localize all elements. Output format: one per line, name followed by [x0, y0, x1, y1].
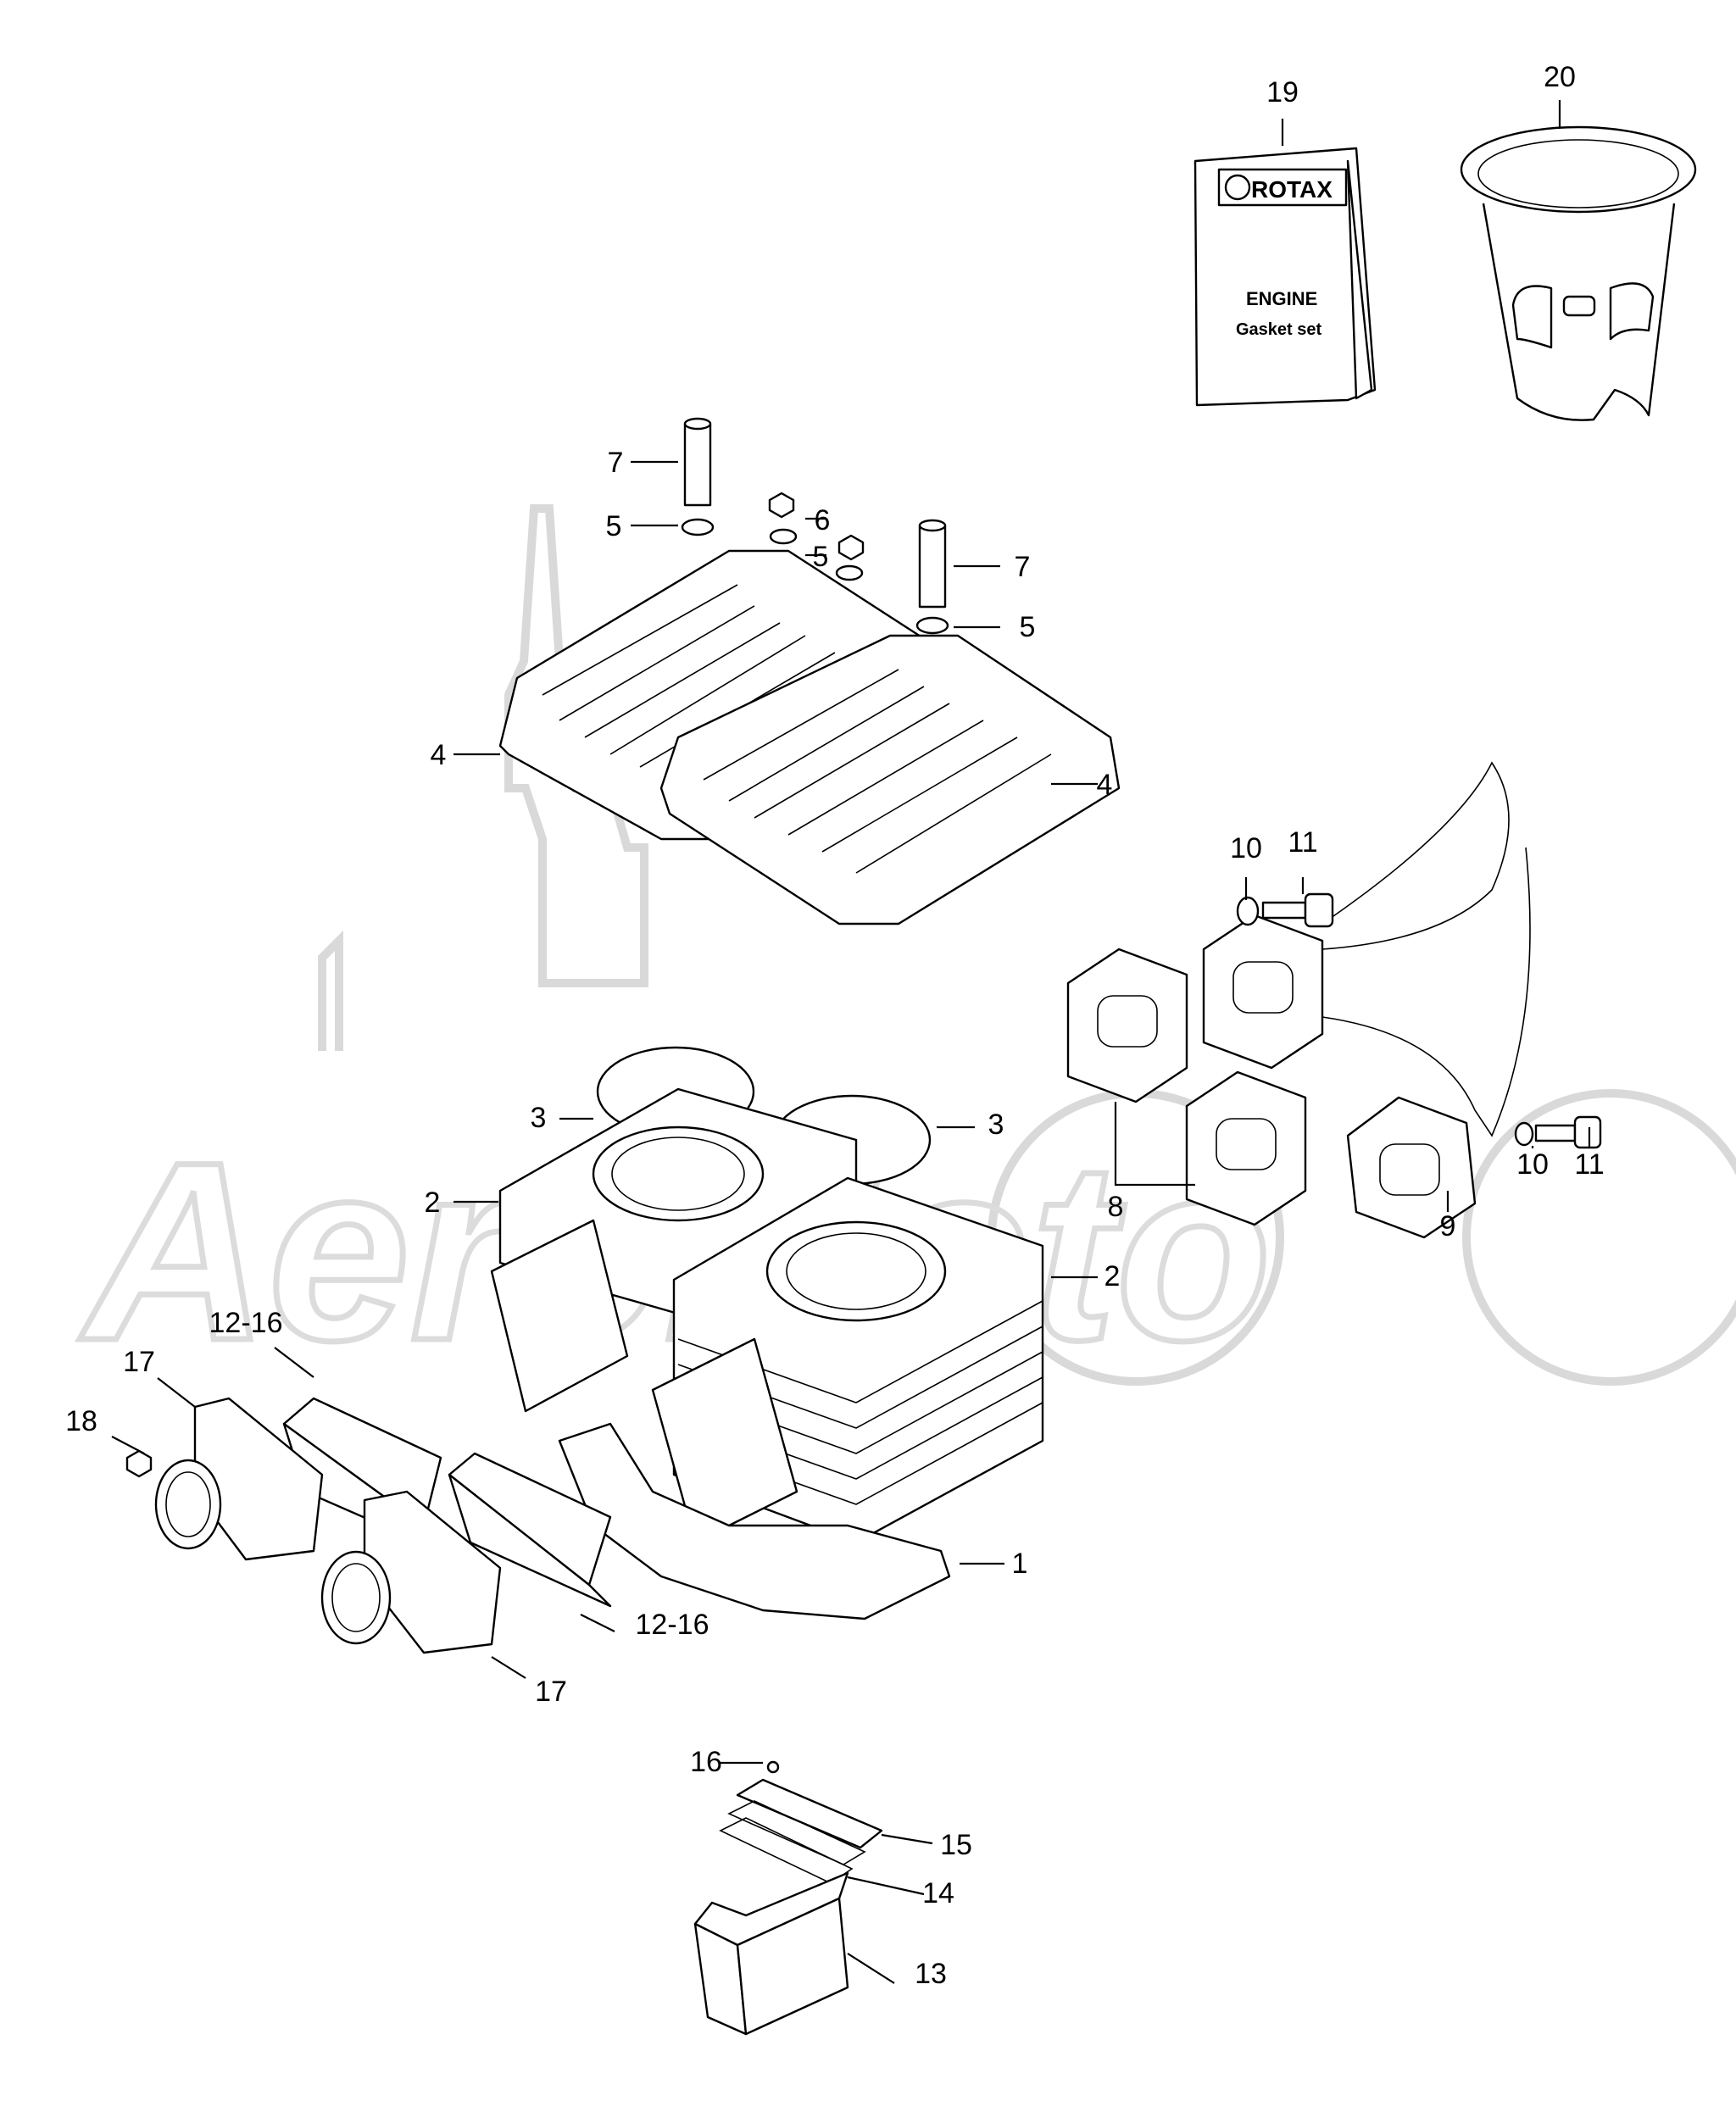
- gasket-set-booklet: ROTAX ENGINE Gasket set: [1194, 147, 1377, 407]
- reed-valve-exploded: [693, 1760, 883, 2036]
- intake-assembly: [125, 1397, 612, 1654]
- callout-10-bottom: 10: [1516, 1148, 1549, 1181]
- callout-2-right: 2: [1104, 1260, 1121, 1292]
- cylinder-head-studs: [681, 417, 949, 635]
- booklet-subtitle: Gasket set: [1236, 320, 1322, 339]
- callout-labels: 19 20 7 5 6 5 7 5 4 4 10 11 3 3 2 2 8 9 …: [65, 61, 1605, 1990]
- callout-12-16-top: 12-16: [209, 1307, 283, 1339]
- callout-5-middle: 5: [813, 541, 829, 573]
- callout-3-left: 3: [531, 1102, 547, 1134]
- callout-5-right: 5: [1020, 611, 1036, 643]
- callout-5-left: 5: [606, 510, 622, 542]
- booklet-brand: ROTAX: [1251, 176, 1333, 203]
- callout-8: 8: [1108, 1191, 1124, 1223]
- callout-6: 6: [815, 504, 831, 536]
- exhaust-gaskets: [1066, 914, 1324, 1226]
- callout-7-left: 7: [608, 447, 624, 479]
- callout-20: 20: [1544, 61, 1576, 93]
- callout-17-bottom: 17: [535, 1676, 567, 1708]
- callout-11-top: 11: [1288, 826, 1317, 859]
- callout-13: 13: [915, 1958, 947, 1990]
- callout-11-bottom: 11: [1574, 1148, 1604, 1181]
- callout-2-left: 2: [425, 1187, 441, 1219]
- leader-lines: [111, 100, 1591, 1984]
- callout-4-left: 4: [431, 739, 447, 771]
- callout-10-top: 10: [1230, 832, 1262, 864]
- cylinder-sleeve: [1460, 125, 1697, 421]
- cylinders: [490, 1087, 1044, 1544]
- callout-12-16-bottom: 12-16: [636, 1609, 709, 1641]
- callout-1: 1: [1012, 1548, 1028, 1580]
- callout-19: 19: [1266, 76, 1299, 108]
- booklet-title: ENGINE: [1246, 288, 1317, 309]
- callout-3-right: 3: [988, 1109, 1004, 1141]
- exhaust-bolts: [1236, 892, 1602, 1149]
- callout-17-top: 17: [123, 1346, 155, 1378]
- callout-4-right: 4: [1097, 769, 1113, 801]
- callout-14: 14: [922, 1877, 954, 1909]
- callout-9: 9: [1440, 1210, 1456, 1242]
- callout-15: 15: [940, 1829, 972, 1861]
- base-gasket: [558, 1422, 951, 1620]
- callout-18: 18: [65, 1405, 97, 1437]
- callout-16: 16: [690, 1746, 722, 1778]
- exhaust-manifold: [1321, 761, 1531, 1239]
- cylinder-heads: [498, 549, 1121, 925]
- callout-7-right: 7: [1015, 551, 1031, 583]
